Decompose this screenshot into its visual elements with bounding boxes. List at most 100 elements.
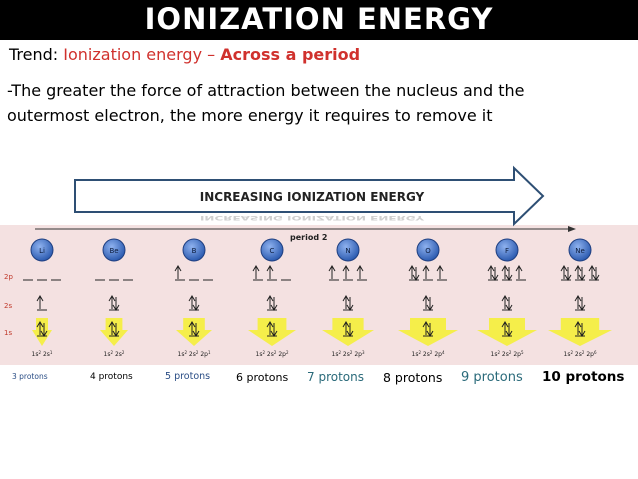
config-orbital: 1s — [256, 351, 263, 358]
spin-down-head — [578, 304, 586, 311]
orbital-label-1s: 1s — [4, 329, 12, 337]
spin-up-head — [328, 265, 336, 272]
element-symbol: B — [192, 247, 197, 255]
config-count: 2 — [418, 350, 421, 355]
spin-up-head — [574, 295, 582, 302]
spin-down-head — [564, 274, 572, 281]
proton-count-be: 4 protons — [90, 371, 133, 382]
element-column-n: N 1s2 2s2 2p3 — [322, 238, 374, 359]
config-orbital: 2s — [573, 351, 582, 358]
proton-count-o: 8 protons — [383, 369, 443, 385]
config-orbital: 2s — [265, 351, 274, 358]
spin-down-head — [505, 330, 513, 337]
electron-configuration: 1s2 2s2 2p1 — [178, 350, 211, 359]
electron-configuration: 1s2 2s2 2p3 — [332, 350, 365, 359]
trend-topic: Ionization energy – — [63, 45, 221, 64]
electron-configuration: 1s2 2s2 2p5 — [491, 350, 524, 359]
config-orbital: 1s — [564, 351, 571, 358]
spin-up-head — [436, 265, 444, 272]
config-count: 2 — [262, 350, 265, 355]
atom-circle — [30, 238, 54, 262]
config-orbital: 1s — [491, 351, 498, 358]
period-label: period 2 — [290, 233, 327, 242]
proton-count-b: 5 protons — [165, 371, 211, 383]
spin-down-head — [192, 330, 200, 337]
config-orbital: 1s — [332, 351, 339, 358]
spin-up-head — [487, 265, 495, 272]
config-orbital: 2p — [198, 351, 208, 358]
spin-up-head — [36, 295, 44, 302]
spin-up-head — [342, 321, 350, 328]
electron-configuration: 1s2 2s2 2p6 — [564, 350, 597, 359]
proton-count-ne: 10 protons — [542, 369, 625, 386]
element-symbol: Ne — [575, 247, 585, 255]
config-count: 1 — [50, 350, 53, 355]
config-count: 2 — [497, 350, 500, 355]
config-count: 2 — [338, 350, 341, 355]
element-symbol: O — [425, 247, 431, 255]
electron-configuration: 1s2 2s1 — [32, 350, 53, 359]
spin-up-head — [422, 321, 430, 328]
spin-down-head — [578, 330, 586, 337]
spin-up-head — [252, 265, 260, 272]
atom-circle — [568, 238, 592, 262]
config-count: 2 — [286, 350, 289, 355]
spin-down-head — [346, 330, 354, 337]
config-orbital: 2s — [500, 351, 509, 358]
config-orbital: 1s — [32, 351, 39, 358]
spin-down-head — [592, 274, 600, 281]
spin-down-head — [112, 330, 120, 337]
config-count: 2 — [570, 350, 573, 355]
atom-circle — [416, 238, 440, 262]
electron-configuration: 1s2 2s2 2p4 — [412, 350, 445, 359]
config-count: 4 — [442, 350, 445, 355]
spin-up-head — [188, 321, 196, 328]
config-count: 5 — [521, 350, 524, 355]
atom-circle — [182, 238, 206, 262]
spin-down-head — [270, 304, 278, 311]
spin-up-head — [266, 295, 274, 302]
spin-up-head — [188, 295, 196, 302]
element-column-o: O 1s2 2s2 2p4 — [398, 238, 458, 359]
atom-circle — [336, 238, 360, 262]
config-orbital: 2s — [187, 351, 196, 358]
trend-label: Trend: — [9, 45, 64, 64]
spin-up-head — [108, 295, 116, 302]
trend-line: Trend: Ionization energy – Across a peri… — [9, 45, 360, 64]
config-orbital: 1s — [104, 351, 111, 358]
config-count: 2 — [509, 350, 512, 355]
config-orbital: 2s — [421, 351, 430, 358]
config-count: 2 — [111, 350, 114, 355]
proton-count-n: 7 protons — [307, 370, 364, 384]
arrow-label: INCREASING IONIZATION ENERGY — [200, 190, 425, 204]
increasing-arrow — [74, 165, 545, 227]
element-symbol: N — [345, 247, 350, 255]
page-title: IONIZATION ENERGY — [144, 2, 494, 36]
config-orbital: 2s — [113, 351, 122, 358]
orbital-label-2p: 2p — [4, 273, 13, 281]
spin-down-head — [412, 274, 420, 281]
spin-up-head — [342, 295, 350, 302]
spin-up-head — [588, 265, 596, 272]
proton-count-li: 3 protons — [12, 372, 48, 382]
description-line-1: -The greater the force of attraction bet… — [7, 81, 525, 100]
electron-configuration: 1s2 2s2 — [104, 350, 125, 359]
element-symbol: F — [505, 247, 509, 255]
element-column-ne: Ne 1s2 2s2 2p6 — [548, 238, 612, 359]
spin-up-head — [560, 265, 568, 272]
spin-up-head — [501, 295, 509, 302]
spin-down-head — [112, 304, 120, 311]
element-column-b: B 1s2 2s2 2p1 — [174, 238, 213, 359]
spin-up-head — [515, 265, 523, 272]
spin-down-head — [40, 330, 48, 337]
config-orbital: 2p — [511, 351, 521, 358]
spin-down-head — [505, 304, 513, 311]
spin-up-head — [574, 265, 582, 272]
config-orbital: 2s — [341, 351, 350, 358]
config-count: 2 — [196, 350, 199, 355]
config-orbital: 2p — [432, 351, 442, 358]
spin-down-head — [578, 274, 586, 281]
spin-down-head — [192, 304, 200, 311]
